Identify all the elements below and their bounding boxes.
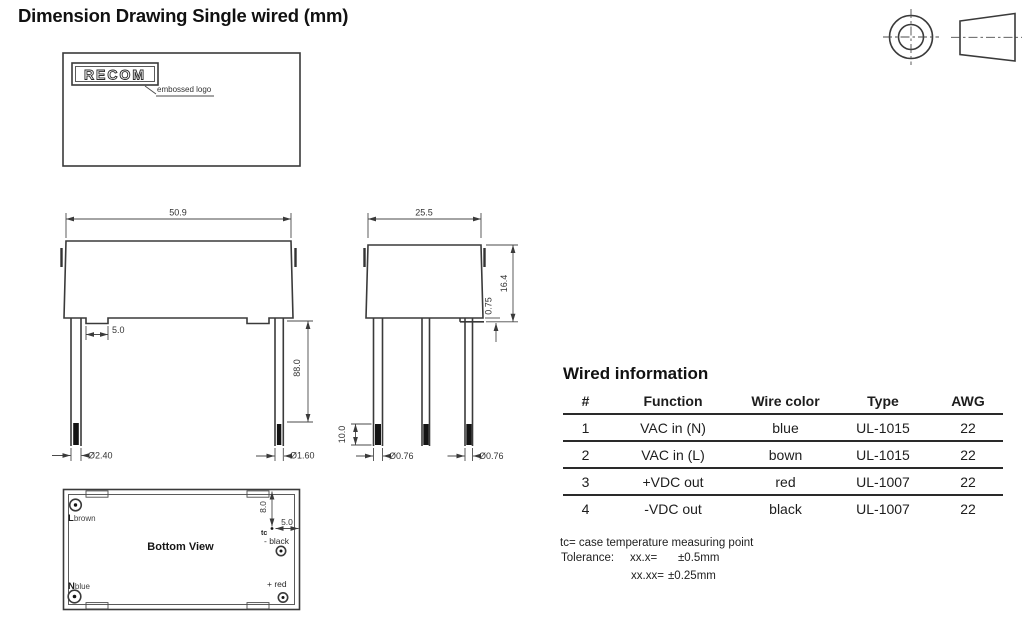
- tc-horizontal-dim: 5.0: [281, 517, 293, 527]
- projection-cone-icon: [951, 12, 1022, 62]
- top-view-drawing: RECOM: [62, 52, 301, 167]
- tolerance-1-value: ±0.5mm: [678, 552, 720, 564]
- side-view-drawing: 25.5 10.0 Ø0.: [337, 208, 518, 461]
- cell-num: 1: [563, 414, 608, 442]
- projection-circle-icon: [883, 9, 939, 65]
- bottom-view-title: Bottom View: [147, 541, 214, 553]
- pin-n-color: blue: [74, 582, 90, 591]
- wire-dia-left-dim: Ø2.40: [88, 451, 113, 461]
- col-header-type: Type: [833, 389, 933, 415]
- cell-wire-color: blue: [738, 414, 833, 442]
- side-wire-tip-3: [466, 424, 472, 445]
- tolerance-label: Tolerance:: [561, 552, 615, 564]
- tolerance-2-expr: xx.xx=: [631, 570, 664, 582]
- cell-num: 3: [563, 468, 608, 496]
- table-row: 4 -VDC out black UL-1007 22: [563, 495, 1003, 521]
- wire-tip-right: [276, 424, 282, 445]
- side-wire-tip-1: [375, 424, 381, 445]
- strip-length-dim: 10.0: [337, 426, 347, 444]
- col-header-awg: AWG: [933, 389, 1003, 415]
- pin-l-color: brown: [73, 514, 96, 523]
- pin-l-label: Lbrown: [68, 509, 96, 526]
- cell-type: UL-1015: [833, 414, 933, 442]
- front-width-dim: 50.9: [169, 208, 187, 218]
- pin-n-label: Nblue: [68, 577, 90, 594]
- pin-n-symbol: [67, 589, 82, 604]
- tc-note: tc= case temperature measuring point: [560, 537, 754, 549]
- foot-notch: [246, 602, 270, 610]
- table-row: 3 +VDC out red UL-1007 22: [563, 468, 1003, 496]
- table-header-row: # Function Wire color Type AWG: [563, 389, 1003, 415]
- front-notch-dim: 5.0: [112, 325, 125, 335]
- cell-num: 4: [581, 500, 590, 517]
- cell-num: 2: [563, 441, 608, 469]
- col-header-wire-color: Wire color: [738, 389, 833, 415]
- wire-length-dim: 88.0: [292, 359, 302, 377]
- projection-symbol: [883, 9, 1022, 65]
- side-height-dim: 16.4: [499, 275, 509, 293]
- wire-tip-left: [73, 423, 79, 445]
- pin-l-symbol: [68, 498, 83, 512]
- col-header-num: #: [563, 389, 608, 415]
- cell-wire-color: black: [769, 500, 802, 517]
- cell-function: +VDC out: [608, 468, 738, 496]
- foot-notch: [85, 602, 109, 610]
- pin-n-letter: N: [68, 581, 75, 592]
- tc-label: tc: [261, 530, 267, 537]
- side-wire-tip-2: [423, 424, 429, 445]
- standoff-dim: 0.75: [484, 297, 494, 315]
- cell-awg: 22: [933, 414, 1003, 442]
- cell-awg: 22: [933, 441, 1003, 469]
- cell-function: -VDC out: [644, 500, 702, 517]
- embossed-logo-leader-line: [144, 85, 157, 95]
- wired-info-table: # Function Wire color Type AWG 1 VAC in …: [563, 389, 1003, 521]
- bottom-view-drawing: 8.0 5.0 tc: [62, 488, 301, 611]
- cell-type: UL-1007: [856, 500, 910, 517]
- tolerance-2-value: ±0.25mm: [668, 570, 716, 582]
- wired-info-title: Wired information: [563, 364, 709, 383]
- side-width-dim: 25.5: [415, 208, 433, 218]
- front-view-drawing: 50.9 5.0 88.0: [52, 208, 315, 461]
- tc-vertical-dim: 8.0: [258, 501, 268, 513]
- embossed-logo-label: embossed logo: [157, 85, 212, 94]
- pin-l-letter: L: [68, 513, 74, 524]
- cell-type: UL-1015: [833, 441, 933, 469]
- tc-point: [270, 527, 274, 530]
- recom-logo-box: [71, 62, 159, 86]
- cell-awg: 22: [933, 468, 1003, 496]
- cell-type: UL-1007: [833, 468, 933, 496]
- col-header-function: Function: [608, 389, 738, 415]
- pin-minus-symbol: [275, 545, 287, 557]
- page-title: Dimension Drawing Single wired (mm): [18, 5, 349, 26]
- cell-function: VAC in (L): [608, 441, 738, 469]
- foot-notch: [85, 490, 109, 498]
- tolerance-1-expr: xx.x=: [630, 552, 658, 564]
- table-row: 1 VAC in (N) blue UL-1015 22: [563, 414, 1003, 442]
- side-wire-dia-1-dim: Ø0.76: [389, 451, 414, 461]
- table-row: 2 VAC in (L) bown UL-1015 22: [563, 441, 1003, 469]
- pin-plus-symbol: [277, 591, 289, 603]
- pin-plus-label: + red: [267, 579, 287, 589]
- side-wire-dia-2-dim: Ø0.76: [479, 451, 504, 461]
- foot-notch: [246, 490, 270, 498]
- recom-logo-text: RECOM: [84, 67, 146, 83]
- pin-minus-label: - black: [264, 536, 290, 546]
- cell-awg: 22: [960, 500, 976, 517]
- cell-wire-color: bown: [738, 441, 833, 469]
- wire-dia-right-dim: Ø1.60: [290, 451, 315, 461]
- cell-function: VAC in (N): [608, 414, 738, 442]
- cell-wire-color: red: [738, 468, 833, 496]
